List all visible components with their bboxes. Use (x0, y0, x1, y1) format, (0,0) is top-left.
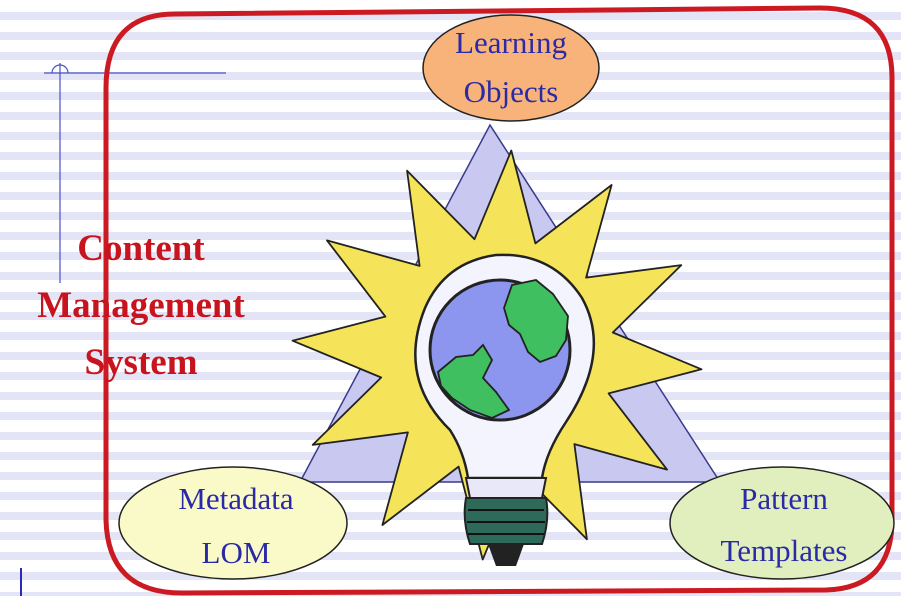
metadata-lom-node: Metadata LOM (118, 466, 348, 580)
cms-label-line-1: Content (77, 228, 205, 269)
learning-objects-label-line-2: Objects (464, 74, 559, 109)
learning-objects-node: Learning Objects (422, 14, 600, 122)
slide-guide-lines (20, 63, 226, 596)
metadata-label-line-2: LOM (202, 535, 271, 570)
lightbulb-globe-icon (414, 253, 596, 566)
cms-label-line-2: Management (37, 285, 245, 326)
pattern-label-line-1: Pattern (740, 481, 828, 516)
learning-objects-label-line-1: Learning (455, 25, 567, 60)
cms-frame (103, 5, 895, 596)
cms-label-line-3: System (84, 342, 197, 383)
cms-label: Content Management System (37, 228, 245, 383)
metadata-label-line-1: Metadata (178, 481, 294, 516)
pattern-label-line-2: Templates (721, 533, 848, 568)
pattern-templates-node: Pattern Templates (669, 466, 895, 580)
